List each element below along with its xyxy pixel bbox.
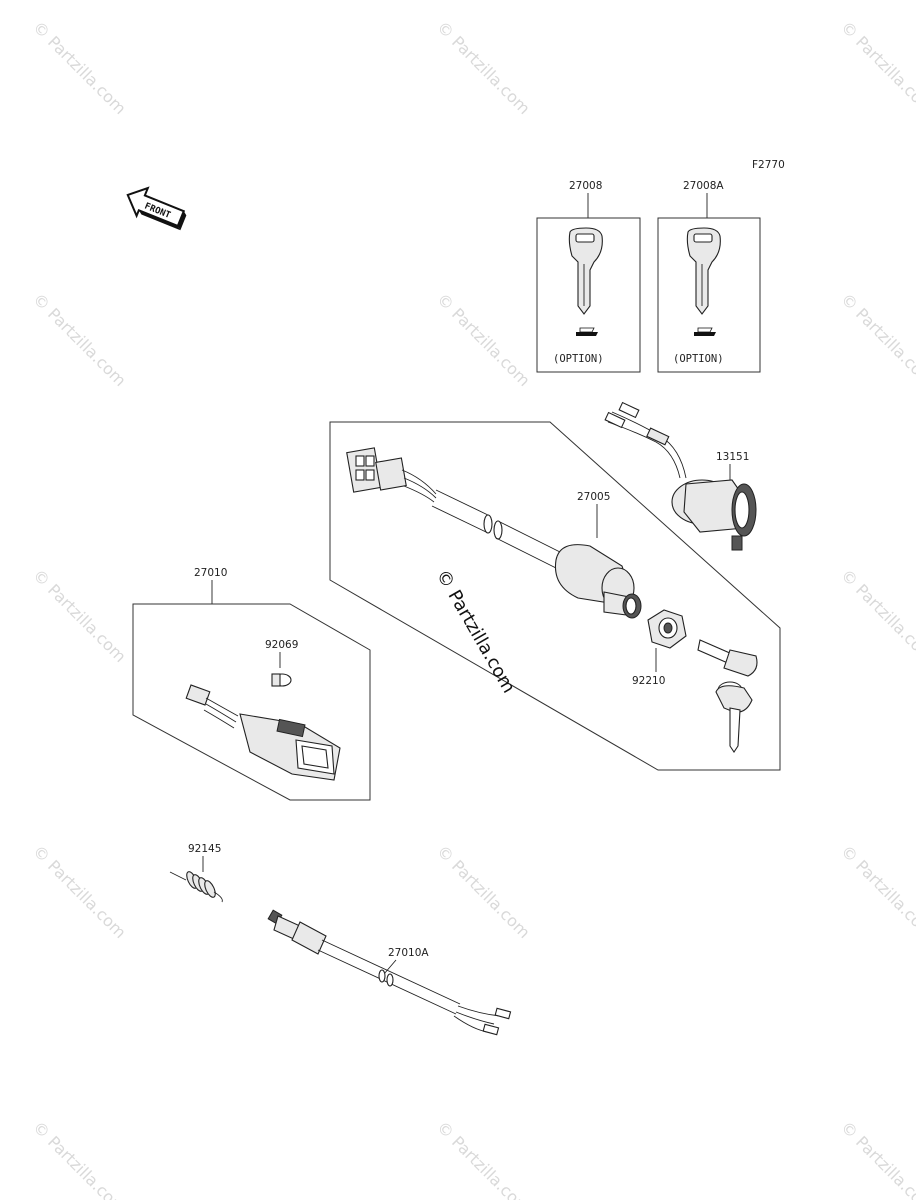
part-number-27010a: 27010A — [388, 947, 429, 959]
key-27008-group: 27008 (OPTION) — [536, 180, 641, 373]
part-number-92069: 92069 — [265, 639, 298, 651]
switch-27010-group: 27010 92069 — [132, 567, 371, 801]
watermark-text: © Partzilla.com — [837, 289, 916, 390]
key-code-tag-icon — [576, 327, 598, 336]
bulb-icon — [271, 673, 292, 687]
watermark-text: © Partzilla.com — [433, 289, 534, 390]
key-code-tag-icon — [694, 327, 716, 336]
part-number-92210: 92210 — [632, 675, 665, 687]
option-label: (OPTION) — [673, 353, 724, 365]
ignition-switch-icon — [604, 401, 757, 551]
connector-icon — [346, 447, 407, 493]
harness-icon — [401, 469, 561, 569]
front-arrow-icon: FRONT — [126, 186, 187, 231]
panel-outline — [132, 603, 371, 801]
watermark-text: © Partzilla.com — [433, 841, 534, 942]
ignition-switch-13151-group: 13151 — [604, 401, 757, 551]
watermark-text: © Partzilla.com — [837, 841, 916, 942]
key-icon — [568, 227, 603, 315]
watermark-text: © Partzilla.com — [29, 565, 130, 666]
part-number-27008: 27008 — [569, 180, 602, 192]
watermark-text: © Partzilla.com — [837, 565, 916, 666]
part-number-27008a: 27008A — [683, 180, 724, 192]
part-number-13151: 13151 — [716, 451, 749, 463]
panel-outline — [329, 421, 781, 771]
spring-92145-group: 92145 — [169, 843, 223, 903]
part-number-27010: 27010 — [194, 567, 227, 579]
part-number-27005: 27005 — [577, 491, 610, 503]
stop-switch-27010a-group: 27010A — [267, 909, 512, 1036]
key-icon — [686, 227, 721, 315]
ignition-switch-27005-group: 27005 — [329, 421, 781, 771]
watermark-text: © Partzilla.com — [837, 1117, 916, 1200]
rocker-switch-icon — [239, 713, 341, 781]
stop-switch-icon — [267, 909, 512, 1036]
figure-code: F2770 — [752, 159, 785, 171]
center-watermark: © Partzilla.com — [432, 566, 520, 697]
key-27008a-group: 27008A (OPTION) — [657, 180, 761, 373]
watermark-text: © Partzilla.com — [29, 1117, 130, 1200]
nut-icon — [647, 609, 687, 649]
key-icon — [697, 639, 758, 753]
watermark-text: © Partzilla.com — [29, 841, 130, 942]
spring-icon — [169, 871, 223, 903]
part-number-92145: 92145 — [188, 843, 221, 855]
watermark-text: © Partzilla.com — [29, 17, 130, 118]
ignition-switch-icon — [554, 544, 642, 619]
option-label: (OPTION) — [553, 353, 604, 365]
watermark-text: © Partzilla.com — [433, 1117, 534, 1200]
watermark-text: © Partzilla.com — [837, 17, 916, 118]
connector-icon — [185, 684, 239, 729]
watermark-text: © Partzilla.com — [29, 289, 130, 390]
watermark-text: © Partzilla.com — [433, 17, 534, 118]
